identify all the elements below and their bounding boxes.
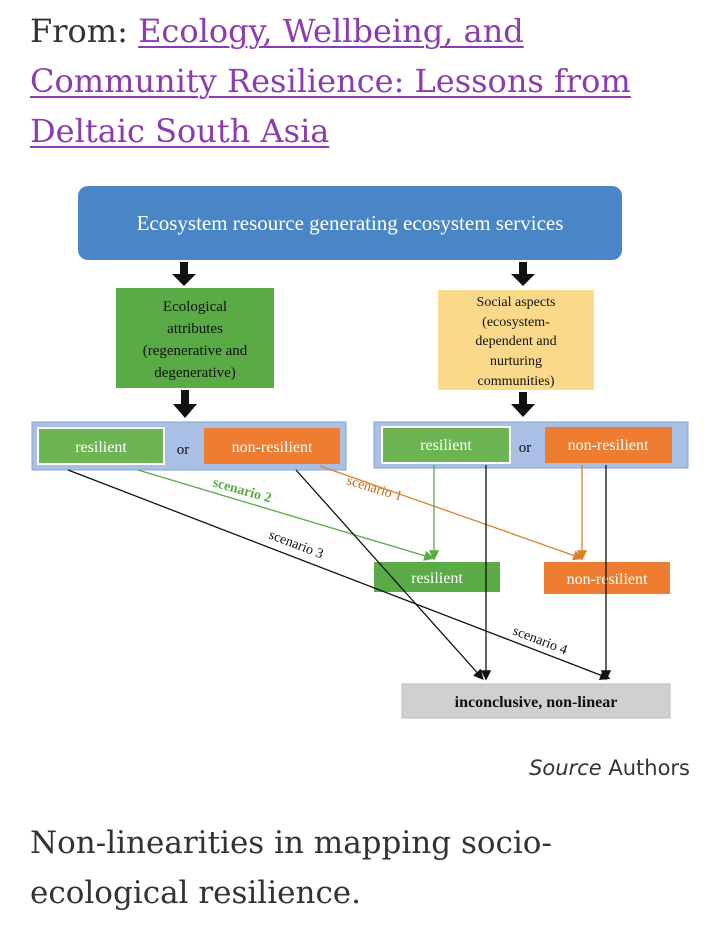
- social-aspects-line-4: nurturing: [490, 354, 542, 369]
- social-aspects-box: [438, 290, 594, 390]
- arrow-ecological-to-bar: [173, 390, 197, 418]
- arrow-top-to-social: [511, 262, 535, 286]
- source-value: Authors: [608, 756, 690, 780]
- reference-header: From: Ecology, Wellbeing, and Community …: [30, 6, 710, 156]
- scenario-3-line: [295, 469, 484, 680]
- result-resilient-label: resilient: [411, 570, 463, 587]
- scenario-2-line: [137, 469, 435, 561]
- ecological-non-resilient-label: non-resilient: [232, 439, 313, 456]
- social-non-resilient-box: [545, 427, 672, 463]
- ecological-attributes-line-1: Ecological: [163, 299, 227, 315]
- resilience-diagram: Ecosystem resource generating ecosystem …: [28, 182, 692, 722]
- social-or-label: or: [519, 440, 532, 456]
- social-resilient-box: [381, 426, 511, 464]
- result-inconclusive-label: inconclusive, non-linear: [455, 694, 618, 711]
- ecosystem-resource-box: [78, 186, 622, 260]
- diagram-canvas: Ecosystem resource generating ecosystem …: [28, 182, 692, 722]
- ecological-or-label: or: [177, 442, 190, 458]
- result-non-resilient-label: non-resilient: [567, 571, 648, 588]
- ecological-attributes-line-3: (regenerative and: [143, 343, 248, 359]
- ecological-resilient-label: resilient: [75, 439, 127, 456]
- source-label: Source: [529, 756, 602, 780]
- figure-caption: Non-linearities in mapping socio-ecologi…: [30, 825, 552, 911]
- social-aspects-line-5: communities): [478, 374, 555, 389]
- result-non-resilient-box: [544, 562, 670, 594]
- scenario-4-line: [67, 469, 611, 681]
- ecosystem-resource-label: Ecosystem resource generating ecosystem …: [137, 211, 564, 235]
- ecological-attributes-line-4: degenerative): [154, 365, 236, 381]
- source-attribution: Source Authors: [529, 756, 690, 780]
- ecological-resilient-box: [37, 427, 165, 465]
- from-label: From:: [30, 12, 128, 50]
- social-aspects-line-1: Social aspects: [477, 295, 556, 310]
- ecological-attributes-line-2: attributes: [167, 321, 223, 337]
- social-aspects-line-2: (ecosystem-: [482, 315, 550, 330]
- scenario-1-line: [319, 465, 584, 561]
- arrow-social-to-bar: [511, 392, 535, 417]
- ecological-attributes-box: [116, 288, 274, 388]
- social-aspects-line-3: dependent and: [475, 334, 556, 349]
- result-inconclusive-box: [401, 683, 671, 719]
- arrow-top-to-ecological: [172, 262, 196, 286]
- source-article-link[interactable]: Ecology, Wellbeing, and Community Resili…: [30, 12, 631, 150]
- result-resilient-box: [374, 562, 500, 592]
- ecological-non-resilient-box: [204, 428, 340, 464]
- social-non-resilient-label: non-resilient: [568, 437, 649, 454]
- social-resilient-label: resilient: [420, 437, 472, 454]
